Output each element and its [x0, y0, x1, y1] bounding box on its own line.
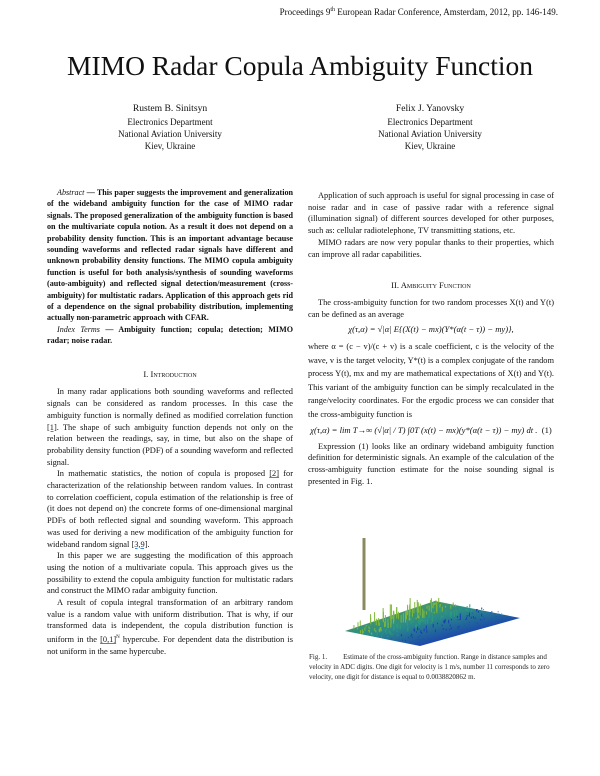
paragraph-text: A result of copula integral transformati… — [47, 598, 293, 644]
paragraph-text: In many radar applications both sounding… — [47, 387, 293, 420]
paragraph-text: . — [147, 539, 150, 549]
citation-link[interactable]: [2] — [269, 469, 279, 479]
paragraph: In this paper we are suggesting the modi… — [47, 551, 293, 596]
index-terms-label: Index Terms — [57, 324, 100, 334]
author-city: Kiev, Ukraine — [144, 141, 196, 151]
paragraph: A result of copula integral transformati… — [47, 597, 293, 657]
header-superscript: th — [330, 7, 336, 13]
equation-1: χ(τ,α) = lim T→∞ (√|α| / T) ∫0T (x(t) − … — [308, 425, 554, 437]
caption-text: Estimate of the cross-ambiguity function… — [309, 653, 550, 681]
surface-spikes — [353, 597, 503, 644]
figure-caption: Fig. 1.Estimate of the cross-ambiguity f… — [309, 652, 559, 682]
author-block-1: Rustem B. Sinitsyn Electronics Departmen… — [70, 103, 270, 152]
paragraph: Expression (1) looks like an ordinary wi… — [308, 441, 554, 486]
abstract: Abstract — This paper suggests the impro… — [47, 187, 293, 324]
abstract-text: — This paper suggests the improvement an… — [47, 188, 294, 323]
figure-3d-surface-plot — [345, 538, 520, 646]
paragraph-text: In mathematic statistics, the notion of … — [57, 469, 270, 479]
header-text: European Radar Conference, Amsterdam, 20… — [335, 7, 558, 17]
right-column: Application of such approach is useful f… — [308, 190, 554, 488]
left-column: Abstract — This paper suggests the impro… — [47, 187, 293, 657]
author-name: Felix J. Yanovsky — [395, 103, 465, 114]
header-text: Proceedings 9 — [279, 7, 331, 17]
paragraph: The cross-ambiguity function for two ran… — [308, 297, 554, 319]
equation-number: (1) — [541, 425, 552, 436]
paragraph-text: hypercube. For dependent data the distri… — [47, 634, 293, 656]
author-block-2: Felix J. Yanovsky Electronics Department… — [330, 103, 530, 152]
figure-label: Fig. 1. — [309, 653, 328, 661]
equation: χ(τ,α) = √|α| E{(X(t) − mx)(Y*(α(t − τ))… — [348, 324, 514, 335]
paragraph: In many radar applications both sounding… — [47, 386, 293, 468]
author-dept: Electronics Department — [127, 117, 213, 127]
paragraph: In mathematic statistics, the notion of … — [47, 468, 293, 550]
paragraph-text: . The shape of such ambiguity function d… — [47, 422, 293, 467]
abstract-label: Abstract — [57, 188, 85, 197]
citation-link[interactable]: [1] — [47, 422, 57, 432]
index-terms: Index Terms — Ambiguity function; copula… — [47, 324, 293, 347]
equation-text: χ(τ,α) = lim T→∞ (√|α| / T) ∫0T (x(t) − … — [310, 425, 538, 436]
paragraph: where α = (c − v)/(c + v) is a scale coe… — [308, 342, 554, 419]
section-heading-introduction: I. Introduction — [143, 368, 197, 379]
superscript: N — [116, 635, 120, 641]
section-heading-ambiguity-function: II. Ambiguity Function — [391, 280, 471, 291]
running-header: Proceedings 9th European Radar Conferenc… — [280, 7, 558, 17]
author-dept: Electronics Department — [387, 117, 473, 127]
citation-link[interactable]: [0,1] — [100, 634, 117, 644]
author-city: Kiev, Ukraine — [404, 141, 456, 151]
author-name: Rustem B. Sinitsyn — [132, 103, 208, 114]
paragraph-text: for characterization of the relationship… — [47, 469, 293, 549]
author-univ: National Aviation University — [378, 129, 482, 139]
index-terms-text: — Ambiguity function; copula; detection;… — [47, 324, 294, 346]
author-univ: National Aviation University — [118, 129, 222, 139]
citation-link[interactable]: [3,9] — [131, 539, 148, 549]
surface-base — [345, 601, 520, 646]
paragraph: Application of such approach is useful f… — [308, 191, 554, 236]
paragraph: MIMO radars are now very popular thanks … — [308, 237, 554, 259]
paper-title: MIMO Radar Copula Ambiguity Function — [67, 50, 533, 81]
